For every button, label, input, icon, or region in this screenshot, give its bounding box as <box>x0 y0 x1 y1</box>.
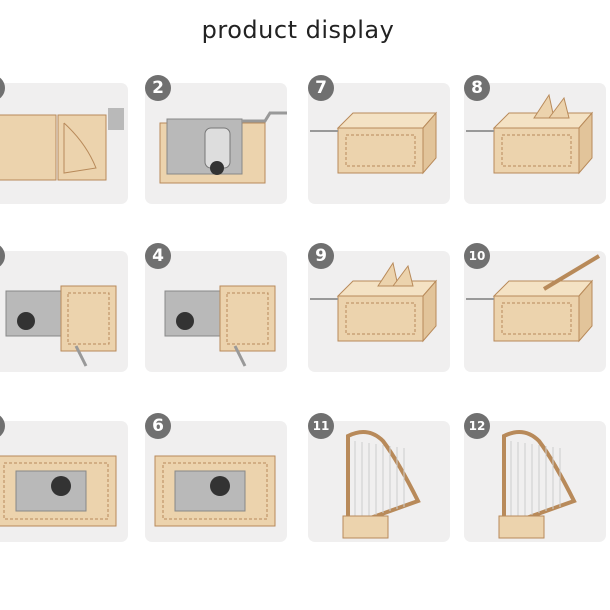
music-box-movement-illustration <box>159 111 287 184</box>
step-number-badge: 8 <box>464 75 490 101</box>
step-number-badge: 5 <box>0 413 5 439</box>
music-box-box-lid-illustration <box>466 254 601 343</box>
music-box-harp-illustration <box>342 430 421 539</box>
step-number-badge: 4 <box>145 243 171 269</box>
step-number-badge: 7 <box>308 75 334 101</box>
music-box-open-box-illustration <box>0 455 117 527</box>
step-number-badge: 6 <box>145 413 171 439</box>
music-box-open-box-illustration <box>154 455 276 527</box>
step-image-7 <box>308 83 450 204</box>
step-image-4 <box>145 251 287 372</box>
step-image-1 <box>0 83 128 204</box>
step-number-badge: 3 <box>0 243 5 269</box>
music-box-box-top-illustration <box>466 93 594 175</box>
step-number-badge: 9 <box>308 243 334 269</box>
step-number-badge: 12 <box>464 413 490 439</box>
step-image-3 <box>0 251 128 372</box>
music-box-harp-illustration <box>498 430 577 539</box>
step-image-12 <box>464 421 606 542</box>
step-image-5 <box>0 421 128 542</box>
music-box-box-illustration <box>310 111 438 175</box>
page-title: product display <box>201 16 395 44</box>
step-image-10 <box>464 251 606 372</box>
step-image-9 <box>308 251 450 372</box>
step-image-6 <box>145 421 287 542</box>
music-box-box-top-illustration <box>310 261 438 343</box>
music-box-sheets-illustration <box>0 108 124 181</box>
step-number-badge: 1 <box>0 75 5 101</box>
music-box-half-box-illustration <box>5 285 117 367</box>
step-image-11 <box>308 421 450 542</box>
step-number-badge: 11 <box>308 413 334 439</box>
step-number-badge: 10 <box>464 243 490 269</box>
step-image-8 <box>464 83 606 204</box>
music-box-half-box-illustration <box>164 285 276 367</box>
step-image-2 <box>145 83 287 204</box>
step-number-badge: 2 <box>145 75 171 101</box>
